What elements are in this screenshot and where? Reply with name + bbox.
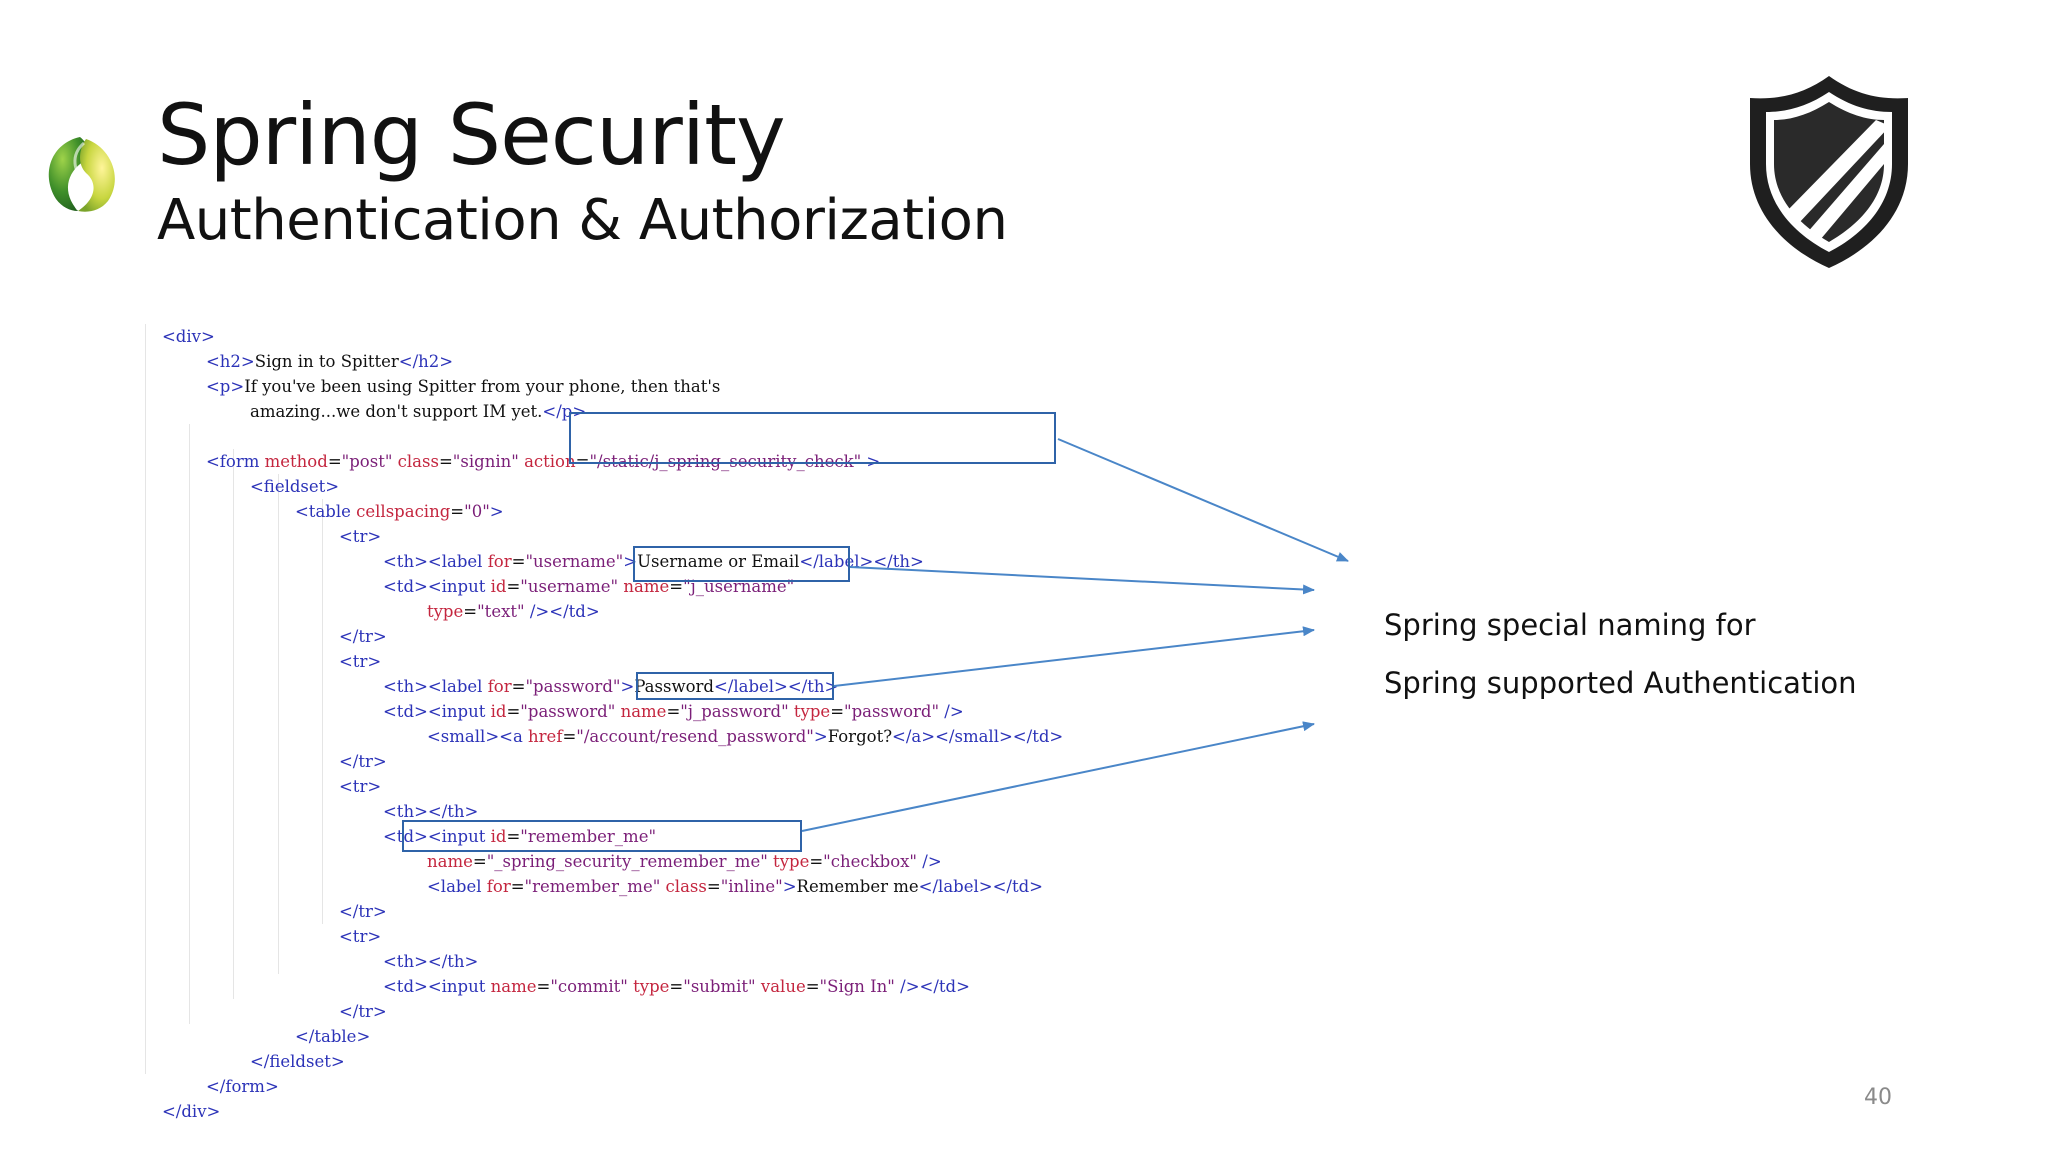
code-line: amazing...we don't support IM yet.</p> bbox=[249, 402, 587, 421]
code-line: <table cellspacing="0"> bbox=[294, 502, 504, 521]
code-line: </form> bbox=[205, 1077, 279, 1096]
code-line: <td><input id="remember_me" bbox=[382, 827, 657, 846]
highlight-j-username bbox=[633, 546, 850, 582]
shield-icon bbox=[1750, 76, 1908, 268]
code-line: <form method="post" class="signin" actio… bbox=[205, 452, 881, 471]
indent-guide bbox=[189, 424, 190, 1024]
code-line: <p>If you've been using Spitter from you… bbox=[205, 377, 721, 396]
code-line: type="text" /></td> bbox=[426, 602, 600, 621]
highlight-action bbox=[569, 412, 1056, 464]
spring-leaf-logo bbox=[48, 137, 115, 212]
code-line: <small><a href="/account/resend_password… bbox=[426, 727, 1064, 746]
code-snippet: <div> <h2>Sign in to Spitter</h2> <p>If … bbox=[141, 299, 1141, 1121]
highlight-remember-me bbox=[402, 820, 802, 852]
code-line: <div> bbox=[161, 327, 215, 346]
code-line: <th><label for="password">Password</labe… bbox=[382, 677, 839, 696]
code-line: name="_spring_security_remember_me" type… bbox=[426, 852, 942, 871]
code-line: </fieldset> bbox=[249, 1052, 345, 1071]
code-line: </tr> bbox=[338, 627, 387, 646]
code-line: <tr> bbox=[338, 527, 382, 546]
code-line: <td><input id="password" name="j_passwor… bbox=[382, 702, 964, 721]
code-line: <tr> bbox=[338, 927, 382, 946]
code-line: </tr> bbox=[338, 752, 387, 771]
indent-guide bbox=[278, 474, 279, 974]
slide-subtitle: Authentication & Authorization bbox=[157, 188, 1008, 253]
highlight-j-password bbox=[636, 672, 834, 700]
indent-guide bbox=[322, 499, 323, 924]
code-line: <tr> bbox=[338, 652, 382, 671]
indent-guide bbox=[233, 449, 234, 999]
code-line: <h2>Sign in to Spitter</h2> bbox=[205, 352, 454, 371]
code-line: <tr> bbox=[338, 777, 382, 796]
page-number: 40 bbox=[1864, 1085, 1892, 1110]
code-line: </div> bbox=[161, 1102, 221, 1121]
code-line: <fieldset> bbox=[249, 477, 340, 496]
code-line: <label for="remember_me" class="inline">… bbox=[426, 877, 1044, 896]
code-line: </tr> bbox=[338, 902, 387, 921]
annotation-text-line-2: Spring supported Authentication bbox=[1384, 666, 1857, 700]
code-line: </tr> bbox=[338, 1002, 387, 1021]
code-line: </table> bbox=[294, 1027, 371, 1046]
code-line: <th></th> bbox=[382, 802, 479, 821]
code-line: <td><input name="commit" type="submit" v… bbox=[382, 977, 970, 996]
code-line: <th></th> bbox=[382, 952, 479, 971]
annotation-text-line-1: Spring special naming for bbox=[1384, 608, 1756, 642]
code-line: <th><label for="username">Username or Em… bbox=[382, 552, 924, 571]
indent-guide bbox=[145, 324, 146, 1074]
slide-title: Spring Security bbox=[157, 86, 786, 184]
